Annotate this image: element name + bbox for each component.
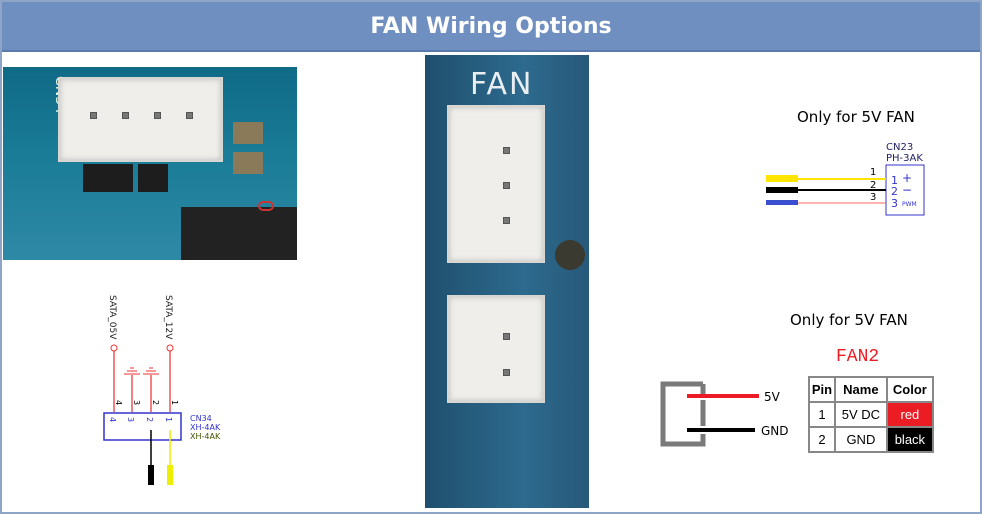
table-cell: 2 xyxy=(808,426,836,453)
fan2-header: FAN2 xyxy=(836,347,880,367)
schematic-label: XH-4AK xyxy=(190,432,221,441)
schematic-label: XH-4AK xyxy=(190,423,221,432)
label-gnd: GND xyxy=(761,424,789,438)
schematic-label: 2 xyxy=(891,185,898,198)
schematic-label: + xyxy=(902,171,912,185)
cn23-schematic: CN23 PH-3AK 1 2 3 1 2 3 + − PWM xyxy=(766,142,925,216)
table-cell: red xyxy=(885,401,935,428)
cn34-ref: CN34 xyxy=(190,414,212,423)
fan2-connector-diagram: 5V GND xyxy=(660,381,789,447)
schematic-label: 1 xyxy=(164,417,173,422)
schematic-label: 4 xyxy=(108,417,117,422)
table-cell: GND xyxy=(834,426,888,453)
schematic-label: CN23 xyxy=(886,142,913,153)
schematic-label: PWM xyxy=(902,201,917,208)
fan-connector-3pin xyxy=(447,105,545,263)
table-cell: 1 xyxy=(808,401,836,428)
fan-silkscreen: FAN xyxy=(470,67,534,102)
table-cell: Color xyxy=(885,376,935,403)
cn34-schematic: SATA_05V SATA_12V 4 3 2 1 4 3 2 1 CN34 X… xyxy=(103,295,221,485)
net-sata-12v: SATA_12V xyxy=(163,295,173,340)
net-sata-05v: SATA_05V xyxy=(107,295,117,340)
schematic-label: 2 xyxy=(145,417,154,422)
caption-5v-fan-bottom: Only for 5V FAN xyxy=(790,311,908,329)
schematic-label: 1 xyxy=(870,167,876,178)
schematic-label: 2 xyxy=(870,180,876,191)
page-title: FAN Wiring Options xyxy=(2,2,980,52)
label-5v: 5V xyxy=(764,390,781,404)
cn34-connector xyxy=(58,77,223,162)
fan-connector-2pin xyxy=(447,295,545,403)
board-photo-cn34: CN34 xyxy=(3,67,297,260)
table-cell: 5V DC xyxy=(834,401,888,428)
schematic-label: PH-3AK xyxy=(886,153,923,164)
caption-5v-fan-top: Only for 5V FAN xyxy=(797,108,915,126)
table-cell: Name xyxy=(834,376,888,403)
schematic-label: 2 xyxy=(151,400,160,405)
schematic-label: 3 xyxy=(126,417,135,422)
schematic-label: 4 xyxy=(114,400,123,405)
schematic-label: 3 xyxy=(870,192,876,203)
table-cell: black xyxy=(885,426,935,453)
board-photo-fan: FAN xyxy=(425,55,589,508)
schematic-label: 3 xyxy=(891,197,898,210)
schematic-label: 3 xyxy=(132,400,141,405)
schematic-label: 1 xyxy=(170,400,179,405)
schematic-label: − xyxy=(902,183,912,197)
schematic-label: 1 xyxy=(891,174,898,187)
table-cell: Pin xyxy=(808,376,836,403)
